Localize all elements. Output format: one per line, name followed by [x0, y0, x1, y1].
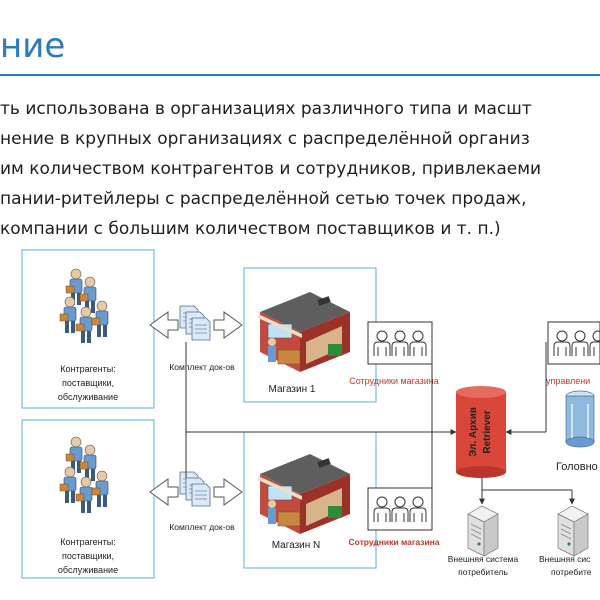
external-system-label-1: Внешняя система: [448, 554, 519, 564]
double-arrow-icon-top: [149, 311, 243, 339]
slide-title: ние: [0, 26, 66, 66]
docset-label-top: Комплект док-ов: [169, 362, 235, 372]
external-system-label-1: потребитель: [458, 567, 508, 577]
store-label-1: Магазин 1: [269, 384, 316, 395]
archive-label: Retriever: [482, 410, 493, 453]
server-icon: [467, 505, 499, 557]
staff-label-bottom: Сотрудники магазина: [348, 537, 439, 547]
external-system-label-2: Внешняя сис: [539, 554, 591, 564]
server-icon: [557, 505, 589, 557]
staff-label-top: Сотрудники магазина: [349, 376, 439, 386]
contractors-label-top: Контрагенты:: [60, 364, 116, 374]
paragraph-line: компании с большим количеством поставщик…: [0, 219, 501, 239]
contractors-label-top: поставщики,: [62, 378, 114, 388]
archive-label: Эл. Архив: [468, 407, 479, 457]
head-office-label: Головно: [556, 461, 598, 473]
contractors-label-bottom: Контрагенты:: [60, 537, 116, 547]
staff-group-icon-top: [367, 321, 433, 365]
contractors-label-bottom: обслуживание: [58, 565, 118, 575]
intro-paragraph: ть использована в организациях различног…: [0, 94, 541, 244]
paragraph-line: нение в крупных организациях с распредел…: [0, 129, 530, 149]
contractors-label-bottom: поставщики,: [62, 551, 114, 561]
document-set-icon-bottom: [179, 471, 211, 507]
external-system-label-2: потребите: [551, 567, 592, 577]
double-arrow-icon-bottom: [149, 478, 243, 506]
document-set-icon-top: [179, 305, 211, 341]
docset-label-bottom: Комплект док-ов: [169, 522, 235, 532]
paragraph-line: пании-ритейлеры с распределённой сетью т…: [0, 189, 527, 209]
paragraph-line: им количеством контрагентов и сотруднико…: [0, 159, 542, 179]
archive-database-icon: [456, 386, 506, 478]
paragraph-line: ть использована в организациях различног…: [0, 99, 532, 119]
store-label-n: Магазин N: [272, 540, 321, 551]
staff-group-icon-bottom: [367, 487, 433, 531]
title-rule: [0, 74, 600, 76]
head-office-icon: [565, 390, 595, 448]
contractors-label-top: обслуживание: [58, 392, 118, 402]
management-label: управлени: [546, 376, 590, 386]
